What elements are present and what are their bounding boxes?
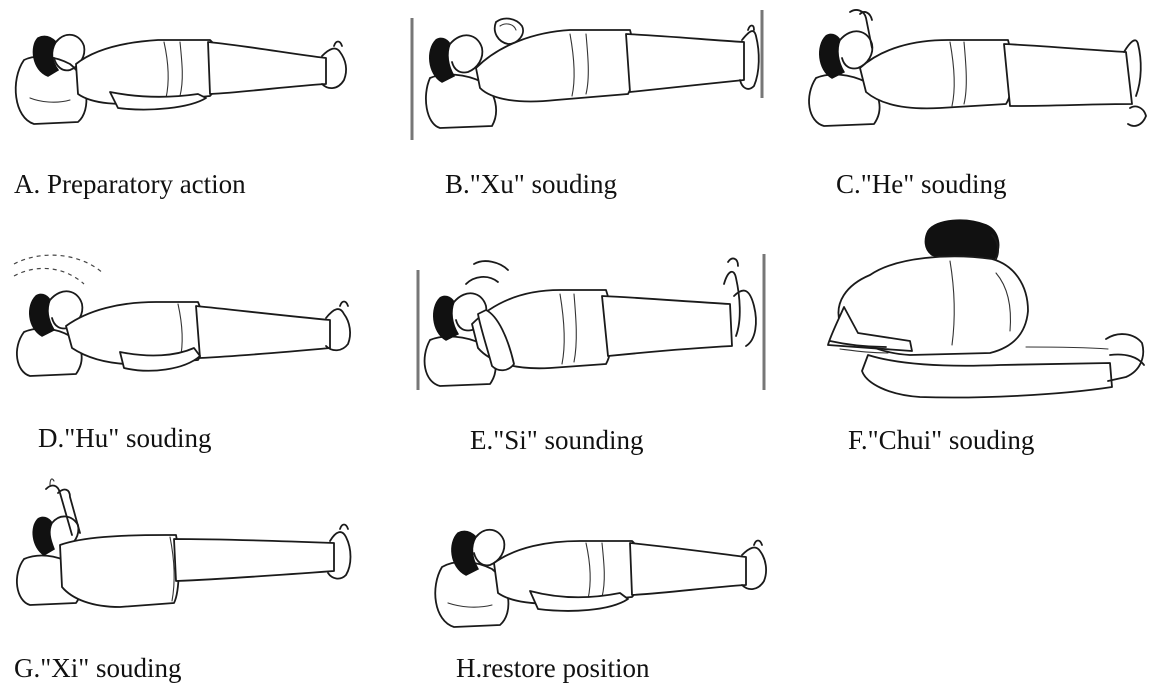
illustration-d-hu-sounding [0,240,380,390]
panel-e: E."Si" sounding [410,240,780,460]
panel-d: D."Hu" souding [0,240,380,460]
caption-c: C."He" souding [836,171,1007,198]
illustration-a-preparatory-action [0,0,380,150]
caption-d: D."Hu" souding [38,425,212,452]
panel-a: A. Preparatory action [0,0,380,220]
caption-b: B."Xu" souding [445,171,617,198]
panel-h: H.restore position [420,475,800,683]
caption-f: F."Chui" souding [848,427,1034,454]
illustration-g-xi-sounding [0,475,380,625]
illustration-c-he-sounding [790,0,1151,150]
caption-a: A. Preparatory action [14,171,246,198]
caption-h: H.restore position [456,655,649,682]
illustration-e-si-sounding [410,240,780,400]
panel-g: G."Xi" souding [0,475,380,683]
illustration-f-chui-sounding [800,215,1151,405]
illustration-b-xu-sounding [400,0,780,150]
panel-b: B."Xu" souding [400,0,780,220]
illustration-h-restore-position [420,475,800,625]
panel-c: C."He" souding [790,0,1151,220]
panel-f: F."Chui" souding [800,215,1151,460]
caption-g: G."Xi" souding [14,655,182,682]
caption-e: E."Si" sounding [470,427,644,454]
